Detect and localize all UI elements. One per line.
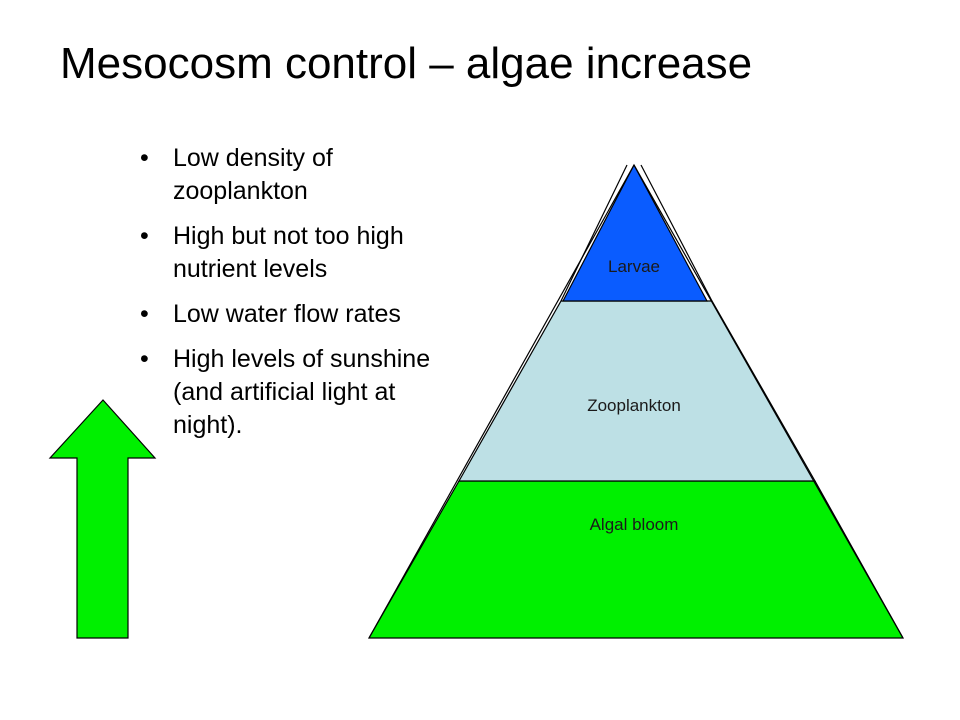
bullet-list: Low density of zooplankton High but not … <box>140 142 460 454</box>
bullet-sunshine: High levels of sunshine (and artificial … <box>140 343 460 442</box>
bullet-nutrient-levels: High but not too high nutrient levels <box>140 220 460 286</box>
pyramid-layer-algal-bloom: Algal bloom <box>367 480 905 639</box>
slide-title: Mesocosm control – algae increase <box>60 39 753 88</box>
larvae-label: Larvae <box>608 257 660 276</box>
up-arrow-icon <box>48 399 157 639</box>
zooplankton-label: Zooplankton <box>587 396 681 415</box>
bullet-zooplankton-density: Low density of zooplankton <box>140 142 460 208</box>
pyramid-layer-larvae: Larvae <box>562 163 709 302</box>
pyramid-outline <box>368 164 904 639</box>
pyramid-right-edge <box>633 164 904 639</box>
algal-bloom-layer-shape <box>367 480 905 639</box>
larvae-right-edge <box>640 164 713 302</box>
pyramid-layer-zooplankton: Zooplankton <box>457 300 817 482</box>
larvae-left-edge <box>560 164 628 302</box>
algal-bloom-label: Algal bloom <box>590 515 679 534</box>
bullet-water-flow: Low water flow rates <box>140 298 460 331</box>
pyramid-left-edge <box>368 164 635 639</box>
zooplankton-layer-shape <box>457 300 817 482</box>
larvae-layer-shape <box>562 163 709 302</box>
